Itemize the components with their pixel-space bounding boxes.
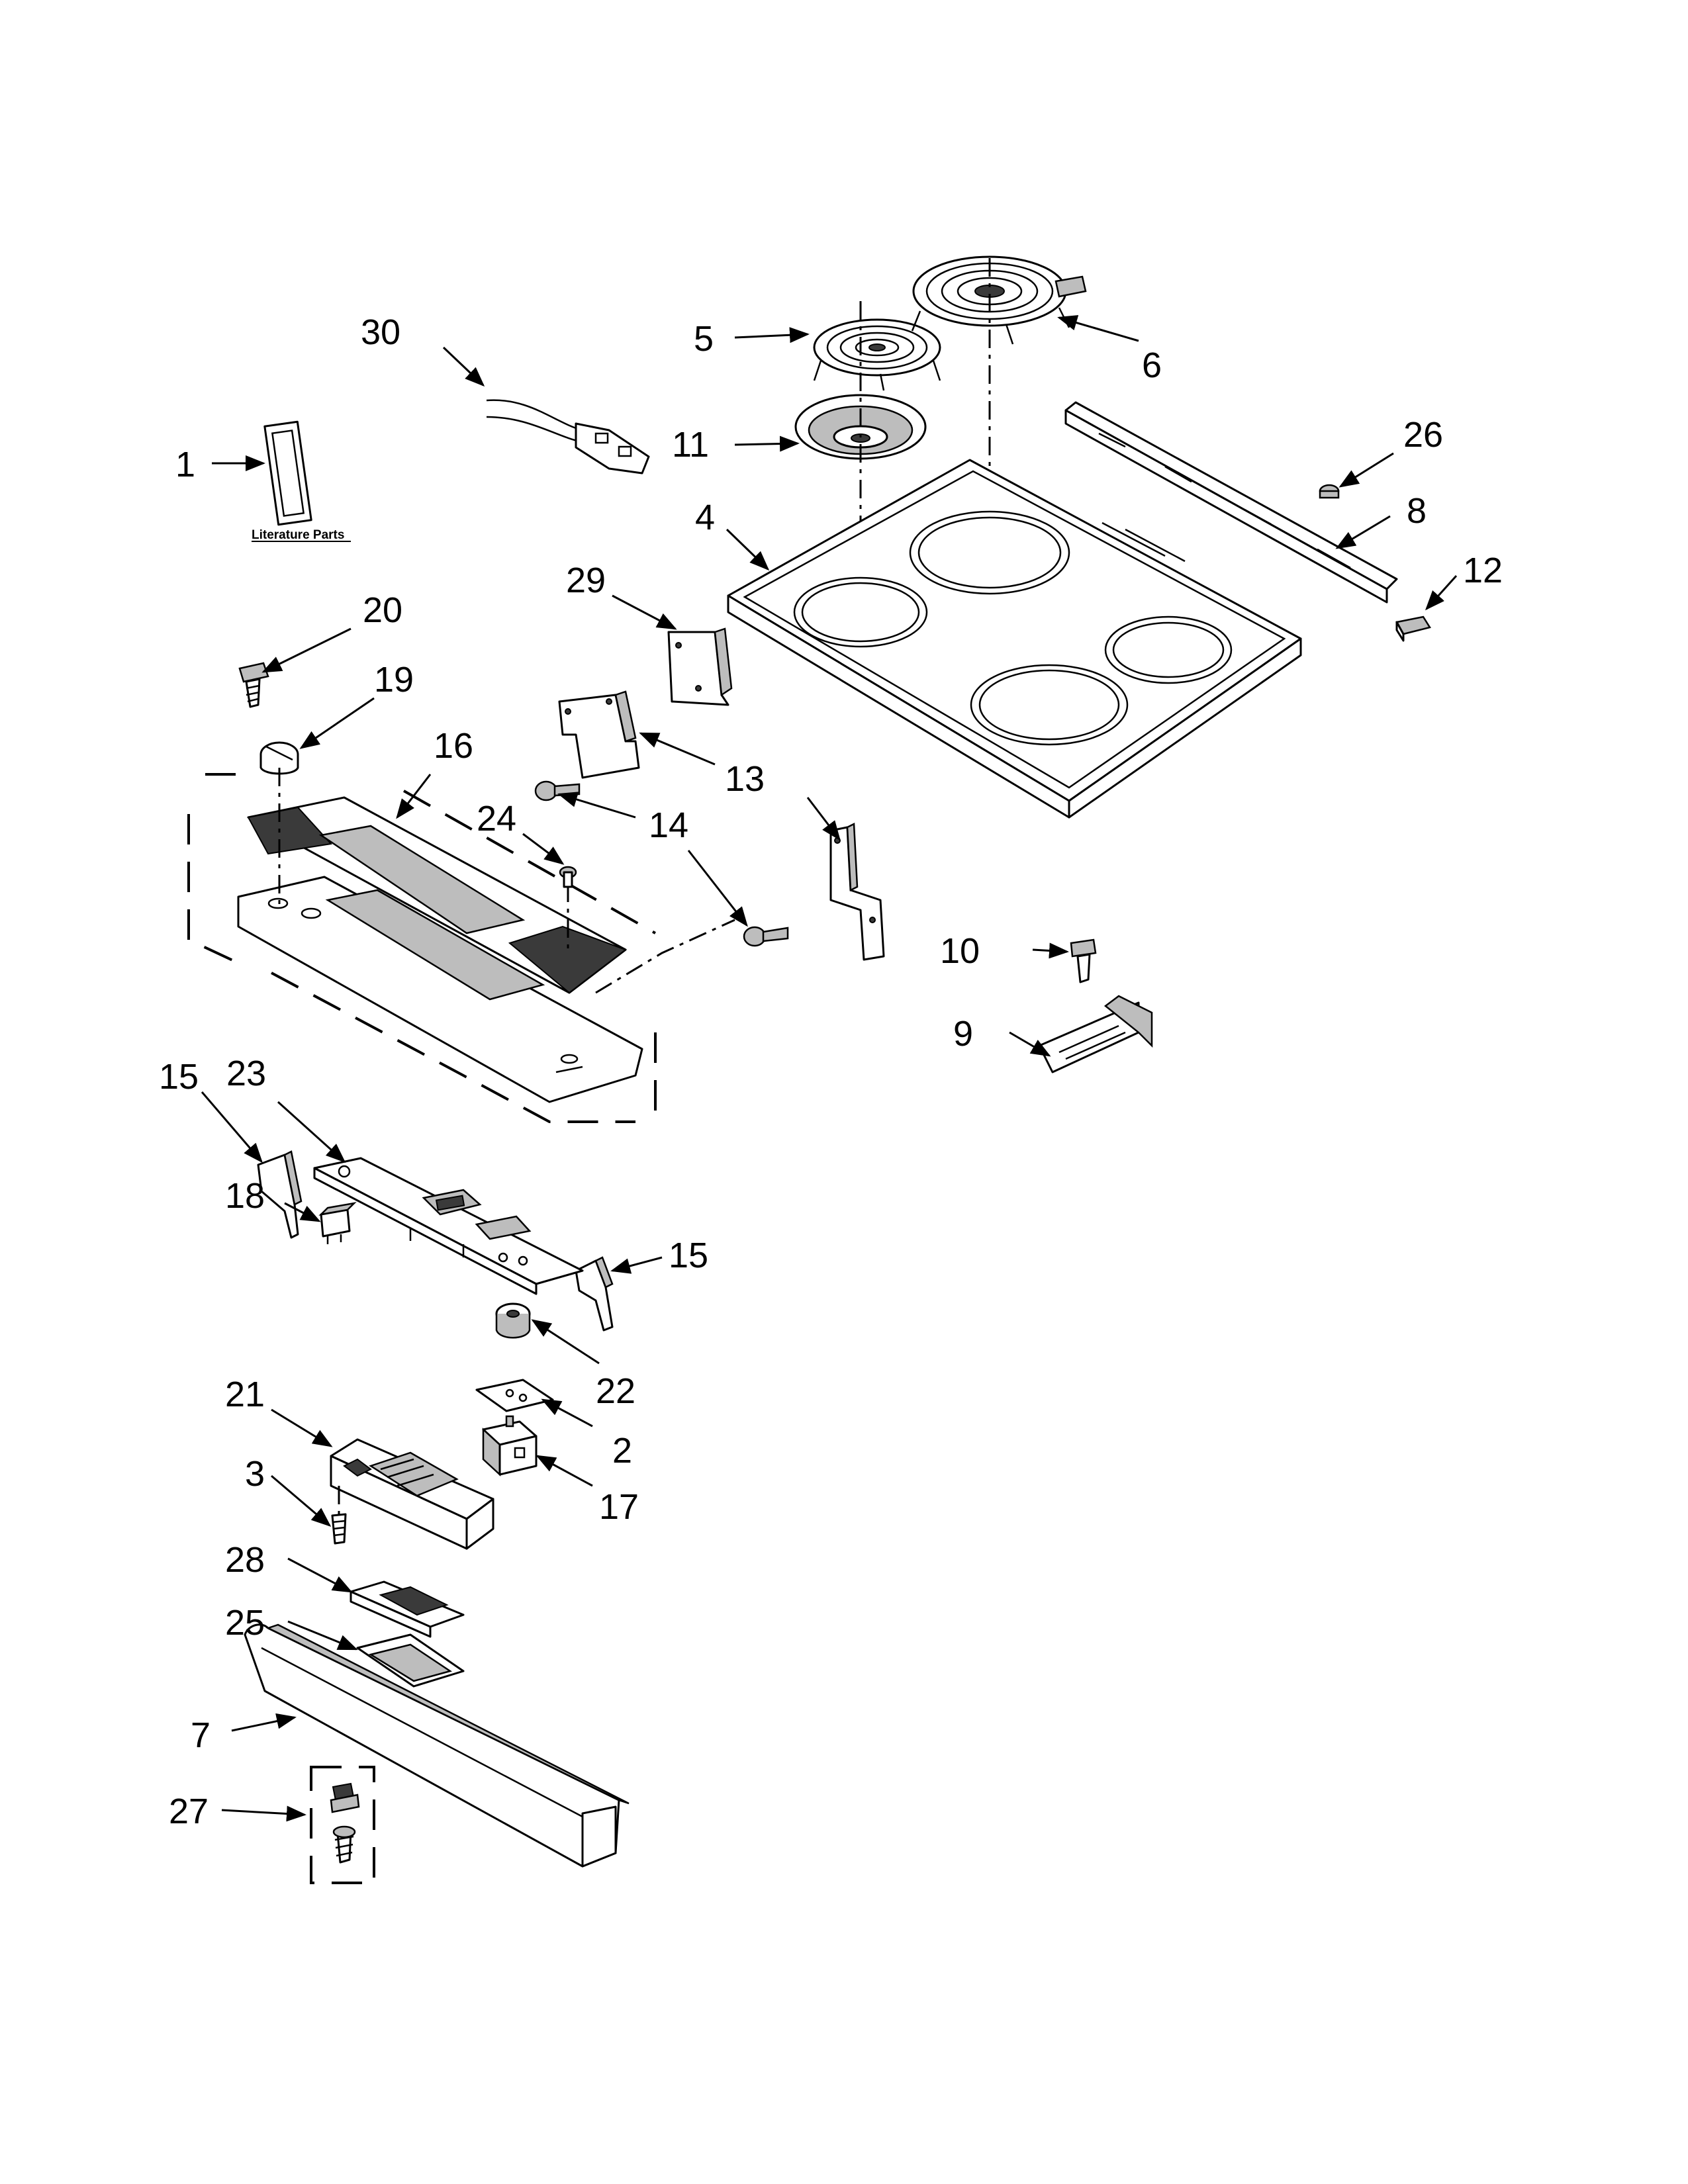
callout-13: 13 — [725, 759, 765, 799]
callout-1: 1 — [175, 445, 195, 484]
callout-12: 12 — [1463, 551, 1503, 590]
literature-parts[interactable]: Literature Parts — [252, 420, 351, 542]
callout-26: 26 — [1403, 415, 1443, 455]
rear-trim[interactable] — [1064, 401, 1398, 604]
bumper[interactable] — [1319, 484, 1340, 499]
large-surface-element[interactable] — [911, 255, 1087, 345]
knob[interactable] — [259, 741, 299, 775]
screw-20[interactable] — [238, 662, 269, 708]
callout-5: 5 — [694, 319, 714, 359]
front-trim-7[interactable] — [244, 1623, 630, 1868]
callout-21: 21 — [225, 1375, 265, 1414]
callout-9: 9 — [953, 1014, 973, 1054]
main-cooktop[interactable] — [727, 459, 1302, 819]
callout-28: 28 — [225, 1540, 265, 1580]
callout-3: 3 — [245, 1454, 265, 1494]
small-surface-element[interactable] — [813, 318, 941, 391]
screw-10[interactable] — [1070, 938, 1097, 983]
fastener-set-27[interactable] — [310, 1766, 375, 1884]
callout-24: 24 — [477, 799, 516, 839]
callout-27: 27 — [169, 1792, 209, 1831]
callout-15-left: 15 — [159, 1057, 199, 1097]
power-cord[interactable] — [486, 399, 650, 475]
switch-18[interactable] — [318, 1202, 357, 1244]
callout-7: 7 — [191, 1715, 211, 1755]
bracket-15-left[interactable] — [257, 1150, 303, 1239]
callout-23: 23 — [226, 1054, 266, 1093]
control-bracket[interactable] — [313, 1157, 584, 1295]
callout-4: 4 — [695, 498, 715, 537]
callout-22: 22 — [596, 1371, 635, 1411]
callout-15-right: 15 — [669, 1236, 708, 1275]
control-panel-assembly[interactable] — [187, 768, 735, 1123]
leader-arrows — [201, 315, 1458, 1822]
bracket-13-upper[interactable] — [558, 690, 640, 779]
bracket-29[interactable] — [667, 627, 733, 706]
bracket-13-lower[interactable] — [829, 823, 885, 961]
callout-10: 10 — [940, 931, 980, 971]
callout-16: 16 — [434, 726, 473, 766]
callout-2: 2 — [612, 1431, 632, 1471]
control-board[interactable] — [330, 1438, 494, 1550]
callout-labels: 1 2 3 4 5 6 7 8 9 10 11 12 13 14 14 15 1… — [159, 312, 1503, 1831]
screw-3[interactable] — [331, 1486, 347, 1545]
callout-14-upper: 14 — [649, 805, 688, 845]
callout-11: 11 — [672, 425, 709, 465]
drip-bowl[interactable] — [794, 394, 927, 460]
shield-25[interactable] — [356, 1633, 465, 1688]
screw-14-lower[interactable] — [743, 926, 789, 947]
callout-6: 6 — [1142, 345, 1162, 385]
screw-24[interactable] — [559, 866, 577, 888]
callout-30: 30 — [361, 312, 400, 352]
plate-2[interactable] — [475, 1379, 554, 1412]
callout-17: 17 — [599, 1487, 639, 1527]
callout-25: 25 — [225, 1603, 265, 1643]
board-28[interactable] — [350, 1580, 465, 1638]
clip[interactable] — [1395, 615, 1431, 642]
knob-22[interactable] — [495, 1302, 531, 1339]
callout-8: 8 — [1407, 491, 1427, 531]
callout-29: 29 — [566, 561, 606, 600]
bracket-15-right[interactable] — [575, 1256, 614, 1332]
switch-17[interactable] — [482, 1415, 538, 1477]
callout-18: 18 — [225, 1176, 265, 1216]
callout-19: 19 — [374, 660, 414, 700]
callout-20: 20 — [363, 590, 402, 630]
literature-label: Literature Parts — [252, 528, 344, 542]
bracket-9[interactable] — [1038, 995, 1153, 1073]
